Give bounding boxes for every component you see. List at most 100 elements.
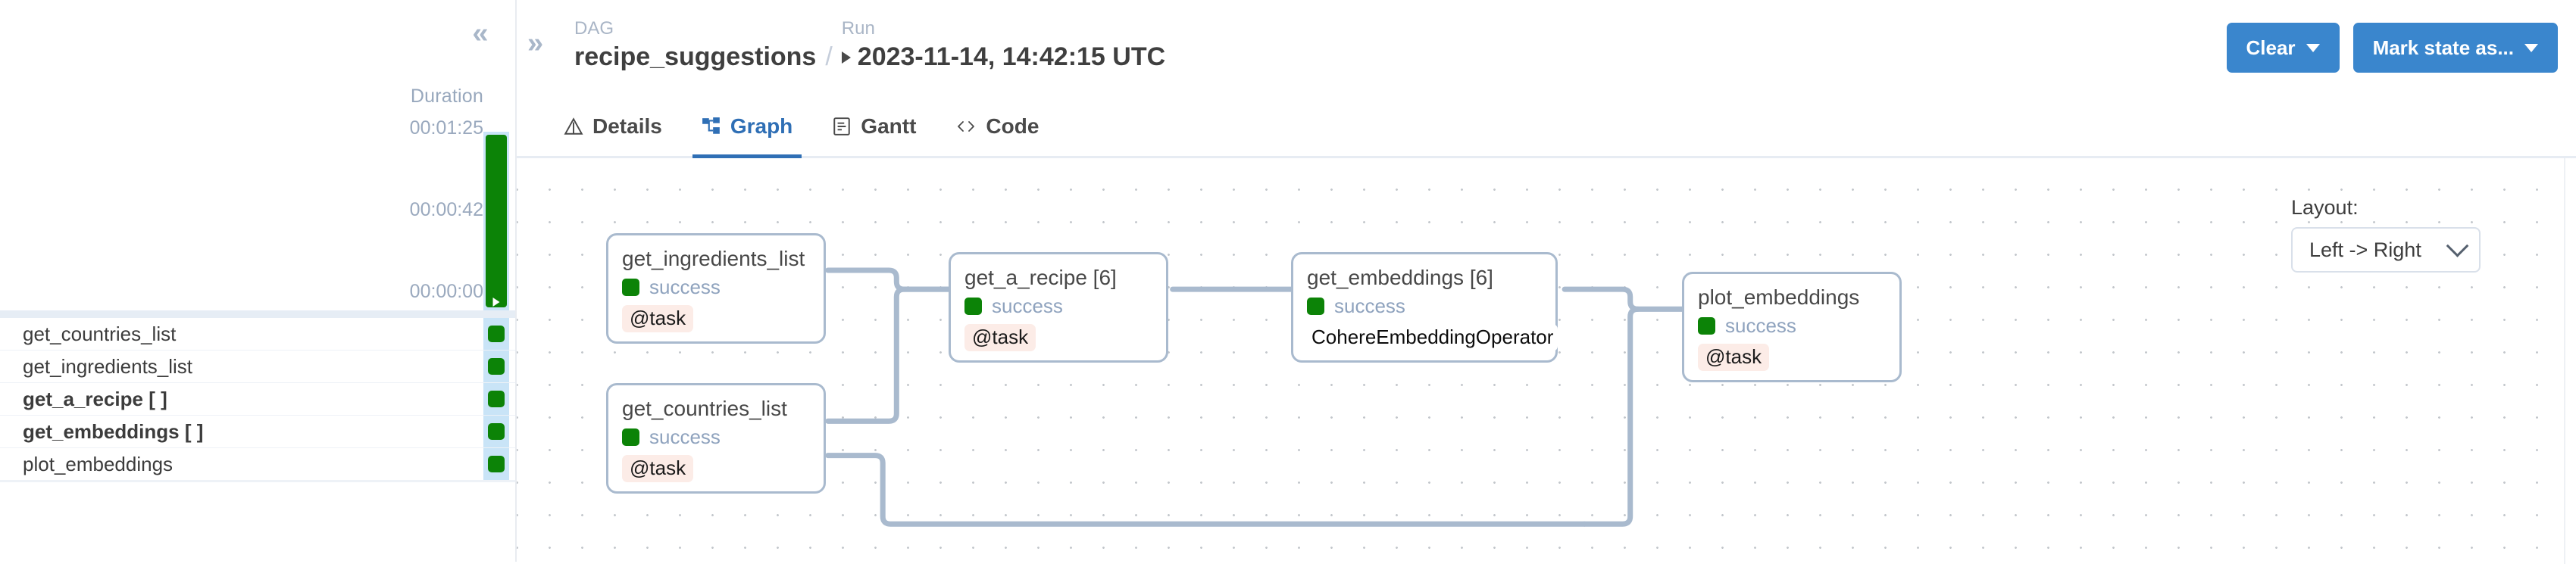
task-row-plot-embeddings[interactable]: plot_embeddings — [0, 448, 515, 481]
node-state-label: success — [992, 294, 1063, 317]
dag-run-bar-fill — [486, 135, 507, 307]
graph-node-get-embeddings[interactable]: get_embeddings [6] success CohereEmbeddi… — [1291, 252, 1558, 363]
node-badge-task: @task — [964, 323, 1036, 352]
node-title: plot_embeddings — [1698, 285, 1860, 309]
top-actions: Clear Mark state as... — [2226, 23, 2558, 73]
node-title: get_ingredients_list — [622, 247, 805, 270]
node-state: success — [964, 294, 1152, 318]
tab-bar: Details Graph Gantt Code — [517, 97, 2576, 158]
main-area: » DAG recipe_suggestions / Run 2023-11-1… — [517, 0, 2576, 564]
caret-right-icon — [841, 51, 851, 64]
graph-node-get-ingredients-list[interactable]: get_ingredients_list success @task — [606, 233, 826, 344]
tab-graph[interactable]: Graph — [682, 97, 812, 158]
node-badge-task: @task — [622, 454, 694, 483]
task-state-cell[interactable] — [483, 448, 509, 480]
node-state: success — [622, 276, 810, 299]
breadcrumb-separator: / — [825, 42, 833, 71]
node-badge-task: @task — [1698, 343, 1770, 372]
caret-down-icon — [2524, 43, 2538, 52]
breadcrumb-run[interactable]: Run 2023-11-14, 14:42:15 UTC — [841, 18, 1166, 71]
breadcrumb-dag-kicker: DAG — [574, 18, 614, 39]
tab-gantt-label: Gantt — [861, 114, 917, 138]
clear-button[interactable]: Clear — [2226, 23, 2340, 73]
duration-axis: 00:01:25 00:00:42 00:00:00 — [0, 117, 515, 308]
graph-canvas[interactable]: get_ingredients_list success @task get_c… — [517, 158, 2576, 564]
axis-tick-min: 00:00:00 — [409, 281, 483, 302]
task-row-get-ingredients-list[interactable]: get_ingredients_list — [0, 351, 515, 383]
graph-node-get-countries-list[interactable]: get_countries_list success @task — [606, 383, 826, 494]
breadcrumb: DAG recipe_suggestions / Run 2023-11-14,… — [574, 20, 1165, 71]
status-square-success — [622, 278, 639, 296]
task-row-get-a-recipe[interactable]: get_a_recipe [ ] — [0, 383, 515, 416]
status-square-success — [964, 297, 982, 315]
tab-graph-label: Graph — [730, 114, 793, 138]
breadcrumb-run-kicker: Run — [841, 18, 875, 39]
alert-triangle-icon — [564, 117, 583, 136]
task-state-cell[interactable] — [483, 383, 509, 415]
breadcrumb-run-value-wrap[interactable]: 2023-11-14, 14:42:15 UTC — [841, 42, 1166, 71]
tab-code-label: Code — [986, 114, 1039, 138]
tab-details[interactable]: Details — [544, 97, 682, 156]
node-state: success — [1307, 294, 1542, 318]
node-state: success — [1698, 314, 1886, 338]
status-square-success — [488, 326, 505, 342]
task-name: get_countries_list — [23, 322, 177, 345]
play-triangle-icon — [492, 298, 500, 307]
task-name: get_a_recipe [ ] — [23, 387, 167, 410]
gantt-document-icon — [832, 117, 852, 136]
expand-panel-icon[interactable]: » — [527, 27, 544, 59]
layout-label: Layout: — [2291, 196, 2359, 219]
task-name: plot_embeddings — [23, 452, 174, 475]
breadcrumb-dag[interactable]: DAG recipe_suggestions — [574, 20, 816, 71]
status-square-success — [622, 428, 639, 446]
node-title: get_a_recipe [6] — [964, 266, 1117, 289]
task-row-get-embeddings[interactable]: get_embeddings [ ] — [0, 416, 515, 448]
node-title: get_countries_list — [622, 397, 787, 420]
duration-column-header: Duration — [410, 86, 483, 107]
chevron-down-icon — [2446, 234, 2469, 257]
node-badge-task: @task — [622, 304, 694, 333]
graph-nodes-icon — [702, 117, 721, 136]
collapse-panel-icon[interactable]: « — [472, 17, 489, 49]
mark-state-as-button-label: Mark state as... — [2372, 36, 2514, 59]
status-square-success — [1698, 316, 1715, 335]
tab-code[interactable]: Code — [936, 97, 1058, 156]
node-state-label: success — [649, 275, 721, 298]
tab-gantt[interactable]: Gantt — [812, 97, 936, 156]
rows-separator — [0, 310, 515, 318]
status-square-success — [488, 358, 505, 375]
status-square-success — [488, 391, 505, 407]
node-state-label: success — [649, 425, 721, 448]
status-square-success — [1307, 297, 1324, 315]
top-bar: » DAG recipe_suggestions / Run 2023-11-1… — [517, 0, 2576, 97]
code-angle-brackets-icon — [955, 117, 977, 136]
task-name: get_ingredients_list — [23, 354, 193, 378]
rows-bottom-divider — [0, 481, 515, 482]
task-state-cell[interactable] — [483, 318, 509, 350]
clear-button-label: Clear — [2246, 36, 2296, 59]
axis-tick-max: 00:01:25 — [409, 117, 483, 139]
node-badge-operator: CohereEmbeddingOperator — [1307, 323, 1558, 352]
node-state: success — [622, 425, 810, 449]
task-state-cell[interactable] — [483, 416, 509, 447]
graph-node-get-a-recipe[interactable]: get_a_recipe [6] success @task — [949, 252, 1168, 363]
breadcrumb-dag-name[interactable]: recipe_suggestions — [574, 42, 817, 71]
task-instance-rows: get_countries_list get_ingredients_list … — [0, 310, 515, 482]
task-name: get_embeddings [ ] — [23, 419, 204, 443]
dag-run-duration-bar[interactable] — [483, 132, 509, 310]
layout-select-value: Left -> Right — [2309, 238, 2421, 261]
caret-down-icon — [2306, 43, 2320, 52]
status-square-success — [488, 423, 505, 440]
node-state-label: success — [1334, 294, 1405, 317]
vertical-scrollbar[interactable] — [2564, 158, 2576, 564]
node-state-label: success — [1725, 313, 1796, 337]
layout-select[interactable]: Left -> Right — [2291, 227, 2481, 273]
mark-state-as-button[interactable]: Mark state as... — [2352, 23, 2558, 73]
grid-panel: « Duration 00:01:25 00:00:42 00:00:00 ge… — [0, 0, 517, 562]
breadcrumb-run-value: 2023-11-14, 14:42:15 UTC — [857, 42, 1166, 71]
graph-node-plot-embeddings[interactable]: plot_embeddings success @task — [1682, 272, 1902, 383]
task-row-get-countries-list[interactable]: get_countries_list — [0, 318, 515, 351]
layout-control: Layout: Left -> Right — [2291, 196, 2488, 273]
task-state-cell[interactable] — [483, 351, 509, 382]
node-title: get_embeddings [6] — [1307, 266, 1493, 289]
